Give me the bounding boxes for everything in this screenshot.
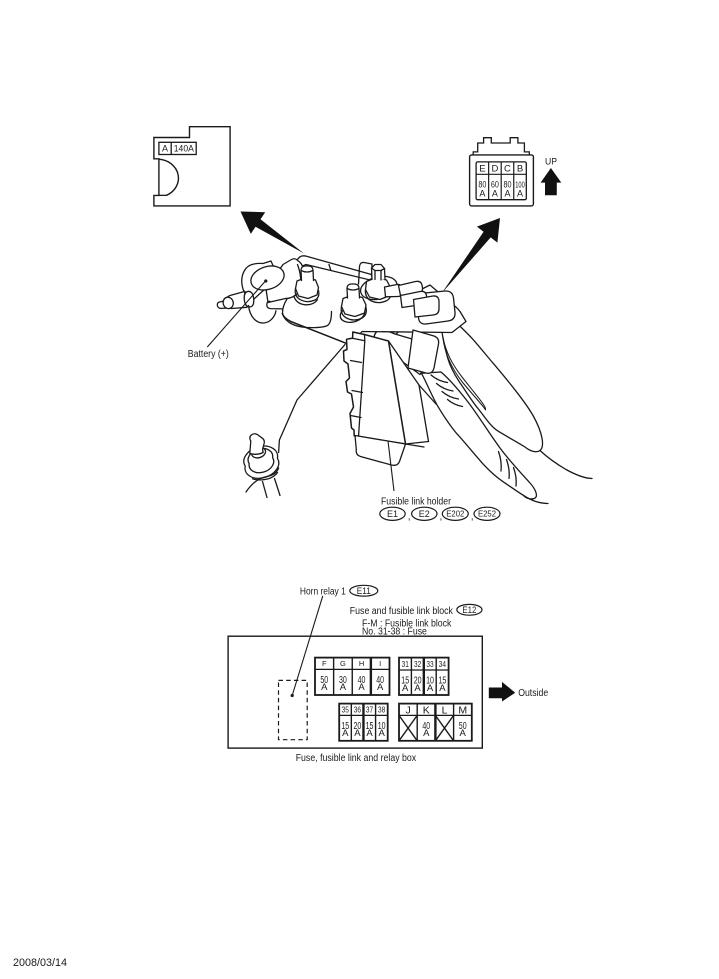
- svg-text:A: A: [423, 728, 430, 739]
- svg-text:10: 10: [426, 675, 434, 686]
- svg-text:K: K: [423, 704, 430, 716]
- svg-text:20: 20: [353, 721, 361, 732]
- svg-text:15: 15: [439, 675, 447, 686]
- svg-text:A: A: [354, 728, 361, 739]
- svg-text:F-M : Fusible link block: F-M : Fusible link block: [362, 618, 452, 629]
- svg-text:50: 50: [320, 675, 328, 686]
- svg-text:A: A: [162, 144, 168, 154]
- svg-text:37: 37: [366, 704, 373, 714]
- svg-text:A: A: [479, 188, 485, 198]
- svg-text:E12: E12: [462, 605, 476, 615]
- svg-text:,: ,: [471, 512, 474, 523]
- svg-text:B: B: [517, 164, 523, 175]
- svg-text:50: 50: [459, 721, 467, 732]
- svg-text:2008/03/14: 2008/03/14: [13, 957, 67, 969]
- svg-text:A: A: [377, 682, 384, 693]
- svg-text:A: A: [492, 188, 498, 198]
- svg-text:E202: E202: [446, 510, 465, 519]
- svg-text:A: A: [439, 683, 446, 694]
- svg-text:F: F: [322, 659, 327, 668]
- svg-text:Horn relay 1: Horn relay 1: [300, 587, 346, 598]
- svg-text:Battery (+): Battery (+): [188, 349, 229, 360]
- svg-text:L: L: [442, 704, 448, 716]
- svg-text:100: 100: [515, 181, 525, 190]
- svg-text:40: 40: [358, 675, 366, 686]
- svg-text:40: 40: [376, 675, 384, 686]
- svg-text:,: ,: [408, 512, 411, 523]
- svg-text:60: 60: [491, 180, 499, 190]
- svg-text:D: D: [491, 164, 498, 175]
- svg-text:Fuse, fusible link and relay b: Fuse, fusible link and relay box: [296, 753, 417, 764]
- svg-text:No. 31-38 : Fuse: No. 31-38 : Fuse: [362, 627, 427, 638]
- svg-text:E252: E252: [478, 510, 497, 519]
- svg-text:15: 15: [341, 721, 349, 732]
- svg-text:H: H: [359, 659, 364, 668]
- svg-text:34: 34: [439, 659, 446, 669]
- svg-text:36: 36: [354, 704, 361, 714]
- svg-text:A: A: [321, 682, 328, 693]
- svg-text:80: 80: [503, 180, 511, 190]
- svg-text:,: ,: [440, 512, 443, 523]
- svg-text:E11: E11: [357, 586, 371, 596]
- svg-text:A: A: [414, 683, 421, 694]
- svg-text:Fusible link holder: Fusible link holder: [381, 497, 452, 508]
- svg-text:10: 10: [378, 721, 386, 732]
- svg-text:15: 15: [366, 721, 374, 732]
- svg-text:A: A: [460, 728, 467, 739]
- svg-text:A: A: [402, 683, 409, 694]
- svg-text:E2: E2: [419, 509, 430, 519]
- svg-text:A: A: [504, 188, 510, 198]
- svg-text:E: E: [479, 164, 485, 175]
- svg-text:G: G: [340, 659, 346, 668]
- svg-text:A: A: [340, 682, 347, 693]
- svg-text:80: 80: [478, 180, 486, 190]
- svg-text:E1: E1: [387, 509, 398, 519]
- svg-text:33: 33: [426, 659, 433, 669]
- svg-text:A: A: [342, 728, 349, 739]
- svg-text:20: 20: [414, 675, 422, 686]
- svg-text:40: 40: [422, 721, 430, 732]
- svg-text:A: A: [366, 728, 373, 739]
- svg-text:15: 15: [401, 675, 409, 686]
- svg-text:A: A: [427, 683, 434, 694]
- svg-text:M: M: [458, 704, 467, 716]
- svg-text:A: A: [517, 188, 523, 198]
- svg-text:30: 30: [339, 675, 347, 686]
- svg-text:140A: 140A: [174, 144, 194, 154]
- svg-text:I: I: [379, 659, 381, 668]
- svg-text:32: 32: [414, 659, 421, 669]
- svg-text:J: J: [405, 704, 410, 716]
- svg-text:A: A: [378, 728, 385, 739]
- svg-text:31: 31: [402, 659, 409, 669]
- svg-text:Outside: Outside: [518, 688, 548, 699]
- svg-text:38: 38: [378, 704, 385, 714]
- svg-text:C: C: [504, 164, 511, 175]
- svg-text:Fuse and fusible link block: Fuse and fusible link block: [350, 606, 454, 617]
- svg-text:35: 35: [342, 704, 349, 714]
- svg-text:A: A: [358, 682, 365, 693]
- svg-text:UP: UP: [545, 157, 557, 168]
